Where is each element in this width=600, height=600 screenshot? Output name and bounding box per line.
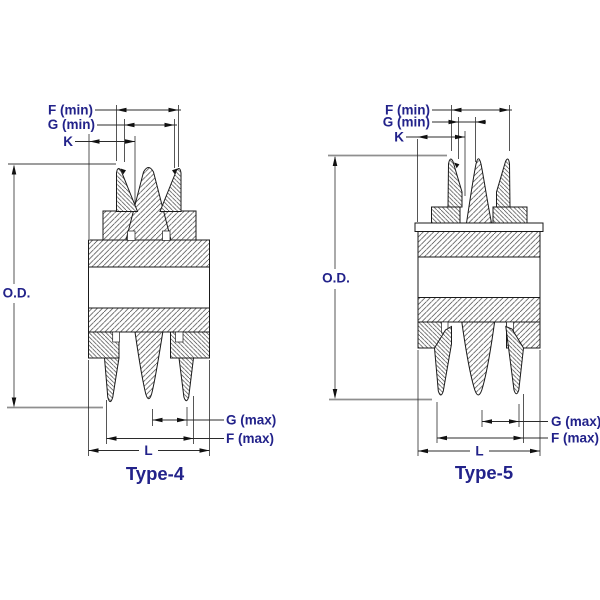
type5-arrowheads [332, 107, 540, 454]
type4-top-right-flange [159, 168, 182, 212]
type5-bottom-rim-band [417, 297, 541, 323]
type5-right-block [492, 206, 528, 224]
type5-extension-lines [417, 105, 541, 456]
type4-title: Type-4 [126, 463, 185, 484]
type4-extension-lines [88, 105, 210, 456]
type5-g-min-label: G (min) [383, 115, 430, 130]
type4-bottom-rim-band [88, 307, 210, 333]
type4-k-label: K [63, 134, 73, 149]
type5-f-min-label: F (min) [385, 103, 430, 118]
type4-top-left-flange [116, 168, 139, 212]
type5-left-block [431, 206, 461, 224]
type4-diagram: F (min) G (min) K O.D. G (max) F (max) L… [3, 103, 277, 485]
type5-top-center-flange [465, 158, 493, 224]
type4-f-min-label: F (min) [48, 103, 93, 118]
type4-od-label: O.D. [3, 286, 31, 301]
type5-bottom-right-flange [505, 325, 525, 395]
type4-groove-notch [162, 230, 171, 241]
type4-arrowheads [11, 107, 210, 453]
type4-bottom-left-flange [103, 357, 120, 403]
type5-k-label: K [394, 130, 404, 145]
type4-f-max-label: F (max) [226, 431, 274, 446]
type4-g-min-label: G (min) [48, 117, 95, 132]
type5-f-max-label: F (max) [551, 431, 599, 446]
type4-g-max-label: G (max) [226, 413, 276, 428]
type4-top-center-flange [125, 167, 172, 241]
type5-top-right-flange [496, 158, 511, 208]
type4-l-label: L [144, 443, 152, 458]
type5-pulley-body [414, 158, 544, 396]
type5-bottom-left-flange [433, 325, 452, 396]
type4-bottom-center-flange [134, 331, 164, 400]
type4-pulley-body [88, 167, 210, 403]
type4-bottom-right-flange [178, 357, 195, 402]
type4-groove-notch [175, 331, 184, 343]
type5-diagram: F (min) G (min) K O.D. G (max) F (max) L… [322, 103, 600, 484]
type5-bottom-center-flange [461, 321, 496, 396]
type5-top-plate [414, 222, 544, 232]
type5-od-label: O.D. [322, 271, 350, 286]
type5-top-left-flange [447, 158, 463, 208]
type5-title: Type-5 [455, 462, 513, 483]
type4-od-reference-lines [7, 163, 116, 409]
type4-top-rim-band [88, 239, 210, 268]
type5-od-reference-lines [328, 154, 447, 401]
type5-top-rim-band [417, 231, 541, 258]
type4-groove-notch [112, 331, 120, 343]
type4-hub [88, 266, 210, 309]
type5-hub [417, 256, 541, 298]
type5-g-max-label: G (max) [551, 414, 600, 429]
type4-groove-notch [127, 230, 136, 241]
type5-l-label: L [475, 444, 483, 459]
